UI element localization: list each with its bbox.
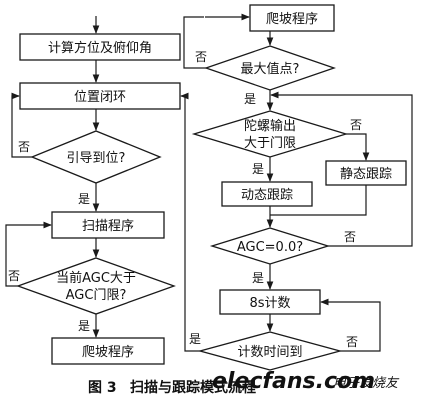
gyro-no-path [346,133,370,161]
guide-no-label: 否 [18,140,30,154]
left-climb-box [51,337,165,365]
right-climb-label: 爬坡程序 [266,12,318,27]
agc-zero-yes-label: 是 [252,271,264,285]
agc-zero-no-path [270,91,413,247]
agc-threshold-diamond [16,257,176,315]
watermark-name: 电子发烧友 [333,376,400,391]
count-time-label: 计数时间到 [237,345,302,360]
left-climb-label: 爬坡程序 [82,345,134,360]
agc-threshold-no-label: 否 [8,269,20,283]
static-merge-path [270,185,367,216]
dynamic-track-box [221,181,313,207]
count-8s-box [219,289,321,315]
guide-decision-label: 引导到位? [67,151,126,166]
static-track-label: 静态跟踪 [340,167,392,182]
gyro-no-label: 否 [350,118,362,132]
agc-zero-label: AGC=0.0? [237,240,303,255]
max-point-label: 最大值点? [241,61,300,77]
count-time-yes-path [180,92,200,352]
agc-threshold-no-path [5,221,52,287]
count-time-no-label: 否 [346,335,358,349]
compute-angles-label: 计算方位及俯仰角 [48,40,152,56]
guide-yes-label: 是 [78,192,90,206]
right-flow: 爬坡程序 最大值点? 否 是 陀螺输出 大于门限 否 静态跟踪 是 动态跟踪 A… [180,4,413,371]
scan-box [51,211,165,239]
max-point-no-path [183,16,206,69]
count-time-yes-label: 是 [189,332,201,346]
max-point-no-label: 否 [195,50,207,64]
watermark: elecfans.com 电子发烧友 [212,369,400,394]
dynamic-track-label: 动态跟踪 [241,188,293,203]
gyro-output-label-line2: 大于门限 [244,136,296,151]
caption-figure-number: 图 3 [88,380,117,396]
watermark-site: elecfans.com [212,369,375,394]
position-loop-label: 位置闭环 [74,90,126,105]
compute-angles-box [19,33,181,61]
guide-no-path [11,92,32,158]
right-climb-box [249,4,335,32]
scan-label: 扫描程序 [82,219,134,234]
agc-threshold-label-line1: 当前AGC大于 [56,270,136,286]
count-8s-label: 8s计数 [249,296,290,311]
gyro-yes-label: 是 [252,162,264,176]
gyro-output-label-line1: 陀螺输出 [244,118,296,134]
count-time-no-path [320,298,381,352]
caption-title: 扫描与跟踪模式流程 [130,379,256,396]
agc-zero-no-label: 否 [344,230,356,244]
position-loop-box [19,82,181,110]
left-flow: 计算方位及俯仰角 位置闭环 引导到位? 否 是 扫描程序 当前AGC大于 AGC… [5,16,181,365]
max-point-yes-label: 是 [244,92,256,106]
count-time-diamond [197,331,343,371]
caption: 图 3 扫描与跟踪模式流程 [88,379,256,396]
agc-threshold-label-line2: AGC门限? [66,288,127,303]
agc-threshold-yes-label: 是 [78,319,90,333]
